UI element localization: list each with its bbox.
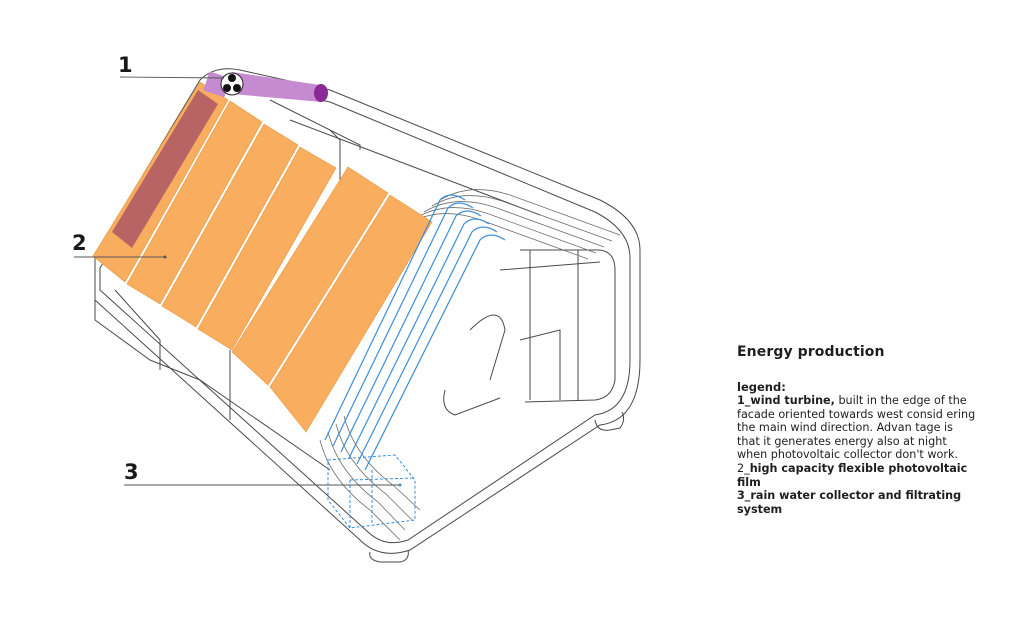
callout-label-2: 2	[72, 231, 87, 255]
rain-collector-box	[327, 454, 416, 529]
legend-item-rain-collector: 3_rain water collector and filtrating sy…	[737, 489, 977, 516]
energy-panel: Energy production legend: 1_wind turbine…	[737, 344, 977, 516]
legend-item-label: 1_wind turbine,	[737, 394, 835, 407]
legend-item-label: high capacity flexible photovoltaic film	[737, 461, 968, 489]
legend-item-text: built in the edge of the facade oriented…	[737, 394, 976, 462]
legend-item-prefix: 2_	[737, 461, 750, 475]
legend-item-label: 3_rain water collector and filtrating sy…	[737, 489, 962, 516]
pv-strip	[161, 123, 299, 328]
legend: legend: 1_wind turbine, built in the edg…	[737, 380, 977, 516]
pv-strip	[197, 146, 337, 351]
pv-strip	[231, 166, 389, 386]
legend-item-photovoltaic: 2_high capacity flexible photovoltaic fi…	[737, 462, 977, 489]
legend-item-wind-turbine: 1_wind turbine, built in the edge of the…	[737, 394, 977, 462]
rain-water-pipes	[324, 194, 506, 471]
legend-label: legend:	[737, 380, 786, 394]
pv-film-highlight	[112, 90, 218, 248]
callout-line-1	[119, 76, 225, 79]
callout-lines	[74, 76, 400, 486]
pv-strip	[269, 194, 433, 433]
callout-label-3: 3	[124, 460, 139, 484]
callout-label-1: 1	[118, 53, 133, 77]
pv-strip	[126, 100, 263, 305]
turbine-hub-icon	[228, 74, 236, 82]
panel-title: Energy production	[737, 344, 885, 360]
